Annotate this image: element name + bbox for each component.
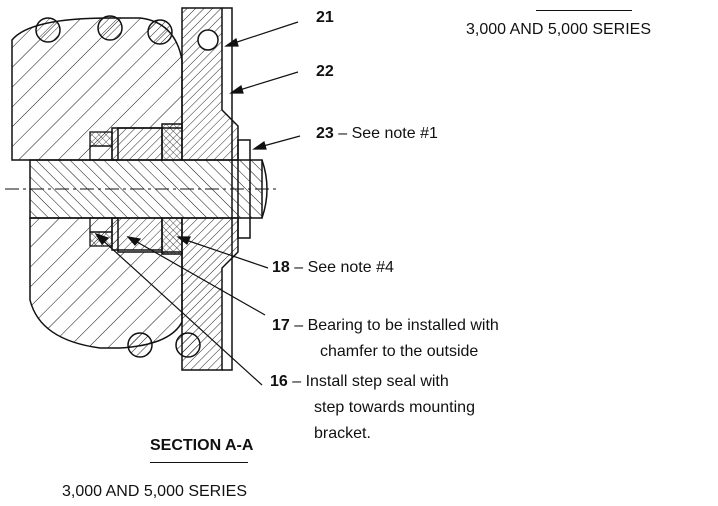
callout-17-text: – Bearing to be installed with [289, 317, 499, 334]
callout-18-text: – See note #4 [289, 259, 394, 276]
callout-17-line-2: chamfer to the outside [320, 343, 479, 360]
callout-16-number: 16 [270, 373, 288, 390]
callout-16-line-2: step towards mounting [314, 399, 475, 416]
callout-17: 17 – Bearing to be installed with [272, 316, 499, 336]
callout-17-number: 17 [272, 317, 290, 334]
callout-16-text: – Install step seal with [287, 373, 449, 390]
washer [161, 123, 183, 255]
callout-23-number: 23 [316, 125, 334, 142]
callout-21-number: 21 [316, 9, 334, 26]
series-header: 3,000 AND 5,000 SERIES [466, 21, 651, 38]
callout-18-number: 18 [272, 259, 290, 276]
callout-22: 22 [316, 62, 334, 82]
series-footer: 3,000 AND 5,000 SERIES [62, 483, 247, 500]
section-title-rule [150, 462, 248, 463]
leader-lines [94, 21, 301, 386]
retaining-clip [222, 7, 233, 371]
section-title: SECTION A-A [150, 437, 254, 454]
callout-16-line-3: bracket. [314, 425, 371, 442]
callout-23-text: – See note #1 [333, 125, 438, 142]
shaft [5, 159, 280, 219]
callout-22-number: 22 [316, 63, 334, 80]
housing-body [11, 17, 183, 349]
callout-23: 23 – See note #1 [316, 124, 438, 144]
callout-18: 18 – See note #4 [272, 258, 394, 278]
shaft-end-nut [237, 139, 251, 239]
callout-16: 16 – Install step seal with [270, 372, 449, 392]
header-rule [536, 10, 632, 11]
bearing [111, 127, 163, 251]
callout-21: 21 [316, 8, 334, 28]
spring-coils-top [35, 15, 173, 45]
